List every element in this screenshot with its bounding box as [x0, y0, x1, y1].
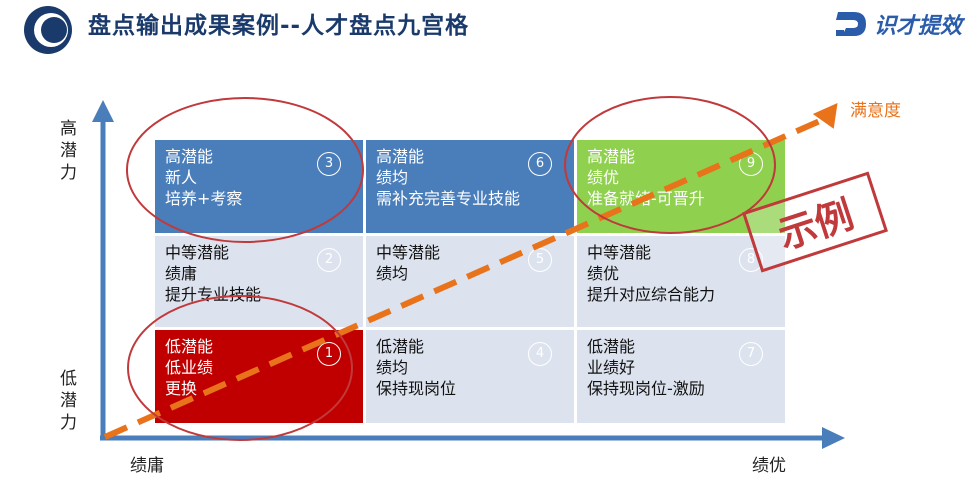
- brand-d-icon: [835, 12, 866, 36]
- cell-text-line: 提升对应综合能力: [587, 285, 716, 304]
- y-axis-low-label: 低潜力: [60, 369, 77, 433]
- stamp-text: 示例: [773, 192, 859, 257]
- x-axis-high-label: 绩优: [752, 456, 786, 476]
- cell-number-badge: 5: [528, 248, 552, 272]
- cell-text-line: 保持现岗位-激励: [587, 379, 705, 398]
- brand-logo: 识才提效: [834, 6, 962, 42]
- cell-number-badge: 4: [528, 342, 552, 366]
- satisfaction-label: 满意度: [850, 101, 901, 121]
- cell-number-badge: 2: [317, 248, 341, 272]
- cell-number-badge: 3: [317, 152, 341, 176]
- cell-text-line: 保持现岗位: [376, 379, 457, 398]
- cell-number-badge: 9: [739, 152, 763, 176]
- y-axis-arrowhead: [92, 100, 114, 122]
- cell-text-line: 提升专业技能: [165, 285, 262, 304]
- x-axis-low-label: 绩庸: [130, 456, 164, 476]
- cell-number-badge: 8: [739, 248, 763, 272]
- cell-text-line: 更换: [165, 379, 198, 398]
- company-logo-icon: [24, 6, 72, 54]
- page-title: 盘点输出成果案例--人才盘点九宫格: [88, 13, 470, 39]
- y-axis-high-label: 高潜力: [60, 119, 77, 183]
- cell-number-badge: 6: [528, 152, 552, 176]
- cell-text-line: 培养+考察: [165, 189, 243, 208]
- cell-number-badge: 1: [317, 342, 341, 366]
- cell-text-line: 准备就绪-可晋升: [587, 189, 705, 208]
- brand-name: 识才提效: [873, 14, 962, 39]
- x-axis-arrowhead: [822, 427, 845, 449]
- cell-text-line: 需补充完善专业技能: [376, 189, 521, 208]
- satisfaction-arrowhead: [812, 102, 838, 129]
- cell-number-badge: 7: [739, 342, 763, 366]
